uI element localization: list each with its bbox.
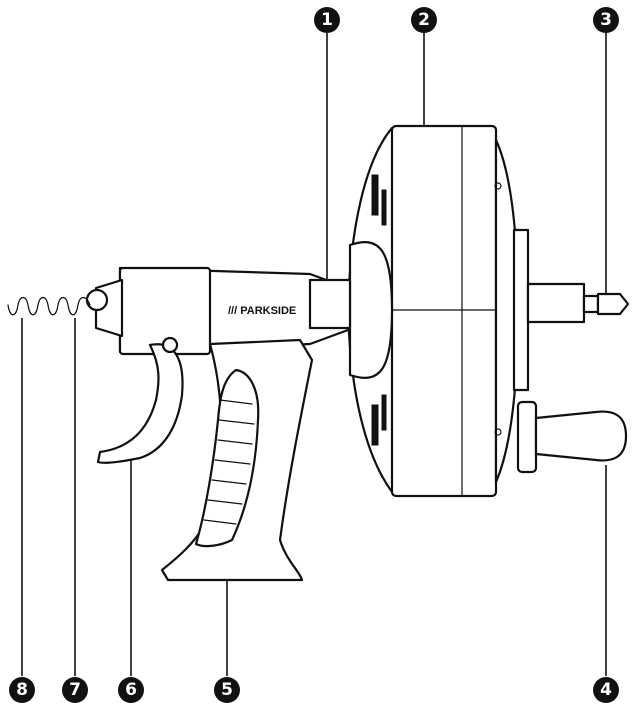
drum-body [390,124,498,498]
drum-screw-top [494,182,502,190]
callout-2: 2 [411,7,437,33]
callout-1-label: 1 [321,10,333,30]
drill-shaft [526,282,630,324]
drum [346,124,530,498]
nozzle [85,278,124,338]
callout-4: 4 [593,677,619,703]
drum-slot-upper-2 [381,189,387,226]
spring-cable [7,296,91,316]
callout-3: 3 [593,7,619,33]
trigger [96,336,184,464]
drum-slot-lower-2 [381,394,387,431]
callout-1: 1 [314,7,340,33]
callout-5: 5 [214,677,240,703]
callout-7: 7 [62,677,88,703]
shaft-tip [596,292,630,316]
callout-6: 6 [118,677,144,703]
crank-grip [534,410,628,462]
drum-slot-lower [371,404,379,446]
callout-7-label: 7 [69,680,81,700]
leader-lines [21,32,607,676]
callout-2-label: 2 [418,10,430,30]
trigger-pivot [161,336,179,354]
callout-3-label: 3 [600,10,612,30]
callout-5-label: 5 [221,680,233,700]
grip-ribs [203,399,255,525]
shaft-rod [582,294,600,314]
drum-screw-bottom [494,428,502,436]
brand-label: /// PARKSIDE [228,305,296,317]
pistol-grip [160,338,314,582]
callout-8-label: 8 [16,680,28,700]
tube-sleeve [308,278,352,330]
callout-4-label: 4 [600,680,612,700]
drum-slot-upper [371,174,379,216]
callout-8: 8 [9,677,35,703]
drum-hub-plate [512,228,530,392]
crank-base [516,400,538,474]
shaft-collar [526,282,586,324]
crank-handle [516,400,628,474]
grip-rubber [194,368,260,548]
drum-center-cone [348,241,394,379]
callout-6-label: 6 [125,680,137,700]
tube-body: /// PARKSIDE [118,266,352,356]
trigger-lever [96,343,184,464]
nozzle-tip [85,288,109,312]
